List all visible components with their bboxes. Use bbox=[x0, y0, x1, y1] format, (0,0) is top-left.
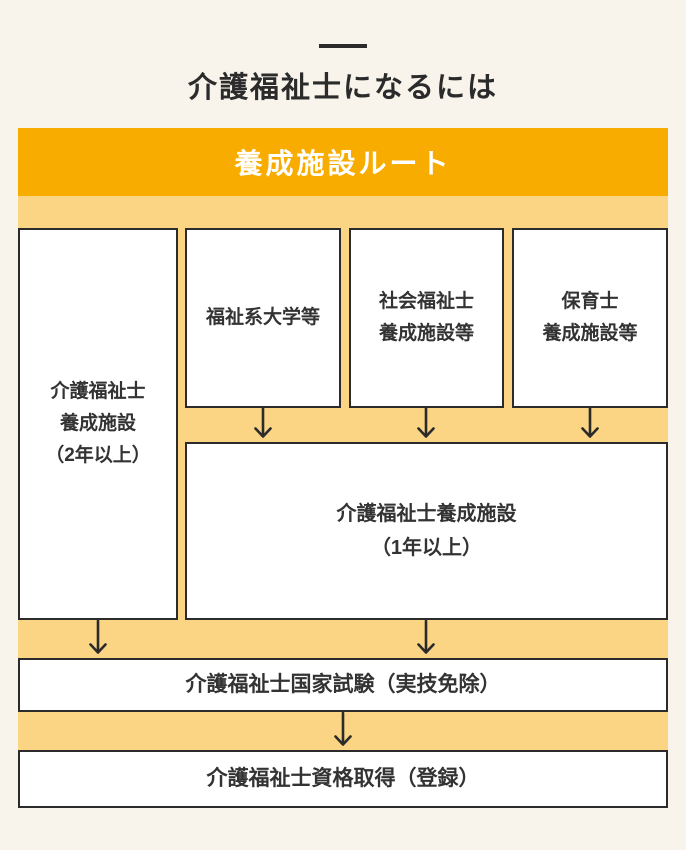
box-text-line: 社会福祉士 bbox=[378, 291, 474, 312]
box-text-line: 介護福祉士国家試験（実技免除） bbox=[185, 673, 501, 696]
title-accent-rule bbox=[319, 44, 367, 48]
box-text-line: （2年以上） bbox=[45, 445, 151, 466]
box-text-line: 保育士 bbox=[561, 291, 619, 312]
box-certification-registration: 介護福祉士資格取得（登録） bbox=[18, 750, 668, 808]
arrow-down-icon bbox=[87, 620, 109, 658]
arrow-down-icon bbox=[252, 406, 274, 442]
box-text-line: 福祉系大学等 bbox=[205, 307, 320, 328]
box-text-line: 介護福祉士 bbox=[50, 381, 146, 402]
page-title: 介護福祉士になるには bbox=[187, 72, 498, 104]
arrow-down-icon bbox=[579, 406, 601, 442]
arrow-down-icon bbox=[415, 406, 437, 442]
box-childcare-worker-facility: 保育士 養成施設等 bbox=[512, 228, 668, 408]
box-social-worker-facility: 社会福祉士 養成施設等 bbox=[349, 228, 504, 408]
box-text-line: 養成施設等 bbox=[378, 323, 474, 344]
route-banner: 養成施設ルート bbox=[18, 128, 668, 196]
box-care-worker-facility-2yr: 介護福祉士 養成施設 （2年以上） bbox=[18, 228, 178, 620]
route-flowchart-body: 介護福祉士 養成施設 （2年以上） 福祉系大学等 社会福祉士 養成施設等 保育士… bbox=[18, 196, 668, 808]
box-text-line: 養成施設等 bbox=[542, 323, 638, 344]
box-text-line: 養成施設 bbox=[59, 413, 136, 434]
box-care-worker-facility-1yr: 介護福祉士養成施設 （1年以上） bbox=[185, 442, 668, 620]
route-flowchart-panel: 養成施設ルート 介護福祉士 養成施設 （2年以上） 福祉系大学等 社会福祉士 養… bbox=[18, 128, 668, 808]
box-text-line: 介護福祉士資格取得（登録） bbox=[206, 767, 480, 790]
box-national-exam: 介護福祉士国家試験（実技免除） bbox=[18, 658, 668, 712]
box-text-line: 介護福祉士養成施設 bbox=[336, 503, 517, 525]
arrow-down-icon bbox=[415, 620, 437, 658]
box-welfare-university: 福祉系大学等 bbox=[185, 228, 341, 408]
arrow-down-icon bbox=[332, 712, 354, 750]
box-text-line: （1年以上） bbox=[370, 537, 483, 559]
